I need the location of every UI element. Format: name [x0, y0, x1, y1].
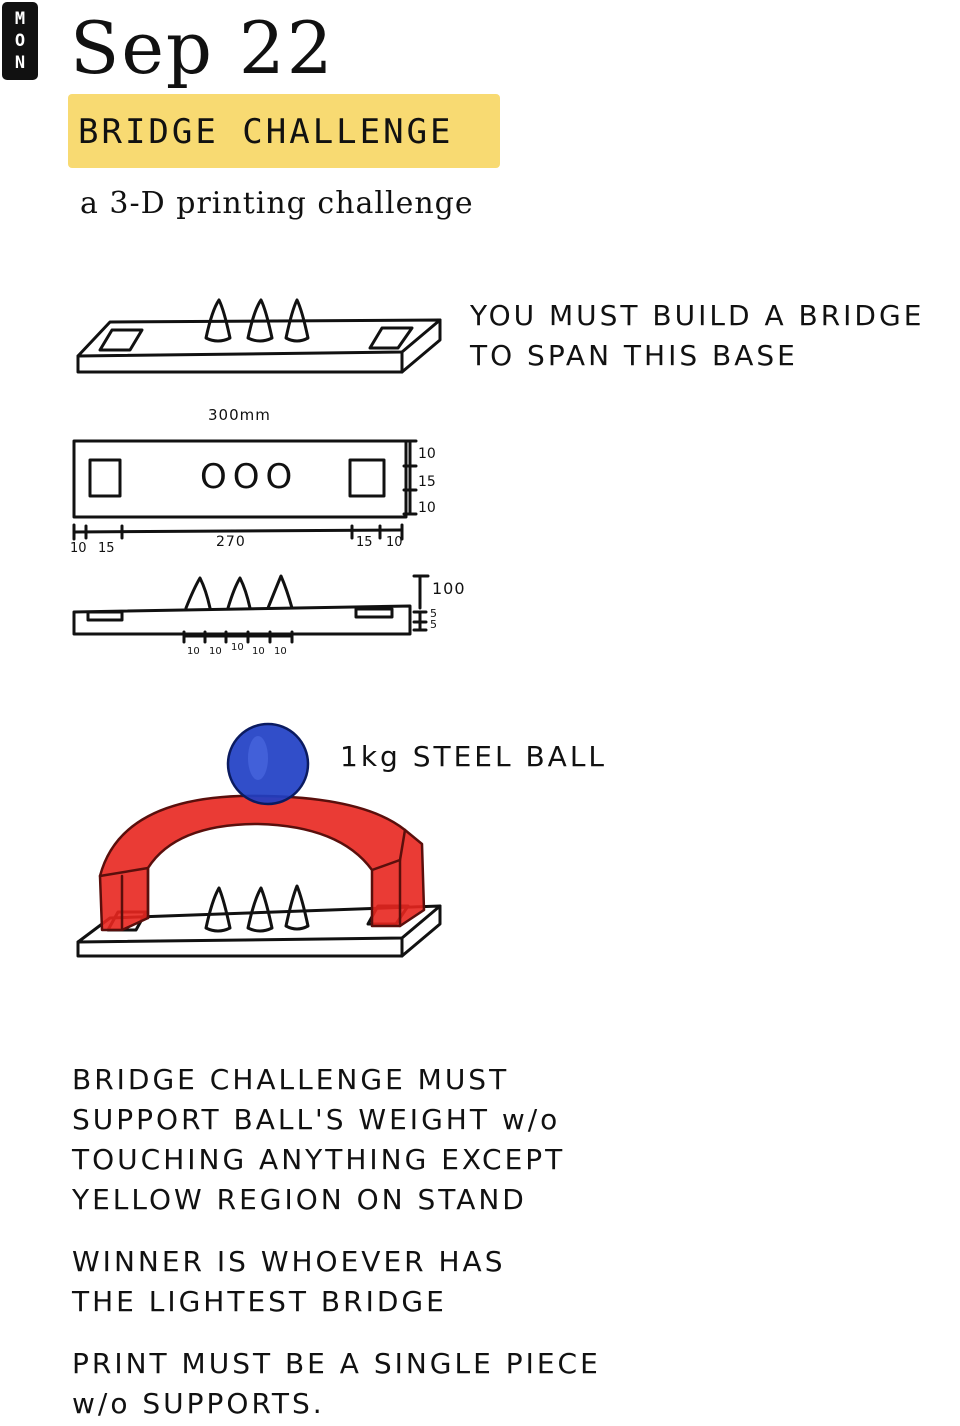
rule-line-2: SUPPORT BALL'S WEIGHT w/o: [72, 1103, 561, 1136]
side-height-label: 100: [432, 579, 466, 598]
red-arch-bridge: [98, 794, 426, 932]
rule-spacer-2: [72, 1322, 601, 1344]
day-letter-n: N: [14, 53, 26, 73]
rule-line-8: w/o SUPPORTS.: [72, 1387, 325, 1420]
title-highlight: [68, 94, 500, 168]
side-view-sketch: [72, 574, 430, 644]
rule-line-1: BRIDGE CHALLENGE MUST: [72, 1063, 510, 1096]
bottom-right-dim-1: 15: [356, 535, 373, 550]
side-small-dim-2: 5: [430, 618, 437, 631]
rule-spacer-1: [72, 1220, 601, 1242]
spike-dim-2: 10: [209, 646, 222, 657]
steel-ball: [226, 722, 310, 806]
rule-line-3: TOUCHING ANYTHING EXCEPT: [72, 1143, 566, 1176]
right-dim-1: 10: [418, 446, 436, 462]
spike-dim-3: 10: [231, 642, 244, 653]
rule-line-4: YELLOW REGION ON STAND: [72, 1183, 527, 1216]
page-subtitle: a 3-D printing challenge: [80, 186, 474, 221]
ball-note: 1kg STEEL BALL: [340, 740, 608, 773]
spike-dim-4: 10: [252, 646, 265, 657]
rule-line-5: WINNER IS WHOEVER HAS: [72, 1245, 506, 1278]
right-dim-3: 10: [418, 500, 436, 516]
spike-dim-5: 10: [274, 646, 287, 657]
bottom-center-dim: 270: [216, 534, 246, 550]
base-note-line-2: TO SPAN THIS BASE: [470, 339, 798, 372]
day-tab: M O N: [2, 2, 38, 80]
base-note: YOU MUST BUILD A BRIDGE TO SPAN THIS BAS…: [470, 296, 924, 376]
page-date: Sep 22: [70, 6, 335, 90]
bottom-left-dim-1: 10: [70, 541, 87, 556]
side-small-dim-1: 5: [430, 607, 437, 620]
holes-label: OOO: [200, 457, 298, 497]
top-width-label: 300mm: [208, 406, 271, 424]
rules-text: BRIDGE CHALLENGE MUST SUPPORT BALL'S WEI…: [72, 1060, 601, 1424]
day-letter-o: O: [14, 31, 26, 51]
base-note-line-1: YOU MUST BUILD A BRIDGE: [470, 299, 925, 332]
rule-line-6: THE LIGHTEST BRIDGE: [72, 1285, 447, 1318]
day-letter-m: M: [14, 9, 26, 29]
base-isometric-sketch: [76, 298, 442, 374]
rule-line-7: PRINT MUST BE A SINGLE PIECE: [72, 1347, 601, 1380]
spike-dim-1: 10: [187, 646, 200, 657]
top-view-sketch: [72, 439, 418, 541]
bottom-right-dim-2: 10: [386, 535, 403, 550]
page-title: BRIDGE CHALLENGE: [78, 112, 454, 152]
right-dim-2: 15: [418, 474, 436, 490]
bottom-left-dim-2: 15: [98, 541, 115, 556]
